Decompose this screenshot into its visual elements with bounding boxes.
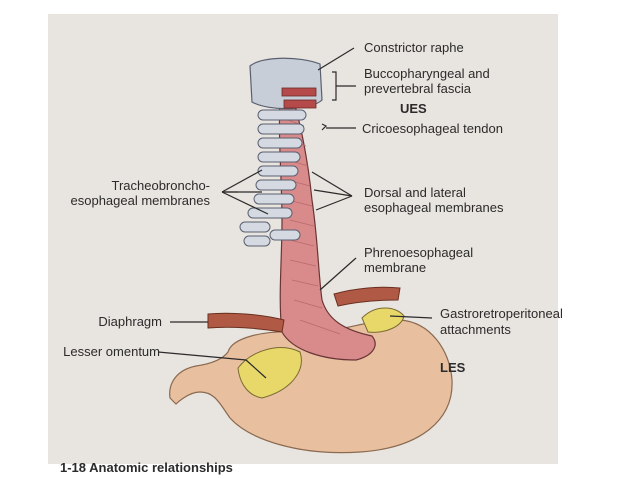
label-tracheo-line2: esophageal membranes [71, 193, 211, 208]
label-diaphragm: Diaphragm [98, 314, 162, 329]
label-bucco-line2: prevertebral fascia [364, 81, 472, 96]
gastro-attachment-shape [361, 307, 405, 333]
label-constrictor-raphe: Constrictor raphe [364, 40, 464, 55]
label-lesser-omentum: Lesser omentum [63, 344, 160, 359]
label-phreno-line1: Phrenoesophageal [364, 245, 473, 260]
figure-caption: 1-18 Anatomic relationships [60, 460, 233, 475]
diaphragm-right [333, 286, 401, 307]
label-gastro-line1: Gastroretroperitoneal [440, 306, 563, 321]
fascia-bands [281, 87, 317, 109]
label-bucco-line1: Buccopharyngeal and [364, 66, 490, 81]
label-crico: Cricoesophageal tendon [362, 121, 503, 136]
lesser-omentum-shape [237, 347, 302, 399]
label-gastro-line2: attachments [440, 322, 511, 337]
esophagus-shape [278, 95, 376, 361]
label-les: LES [440, 360, 466, 375]
label-dorsal-line1: Dorsal and lateral [364, 185, 466, 200]
label-ues: UES [400, 101, 427, 116]
trachea-rings [239, 109, 307, 247]
diaphragm-left [207, 312, 285, 333]
label-dorsal-line2: esophageal membranes [364, 200, 504, 215]
label-phreno-line2: membrane [364, 260, 426, 275]
leader-lines [157, 47, 433, 379]
stomach-shape [169, 319, 453, 454]
label-tracheo-line1: Tracheobroncho- [111, 178, 210, 193]
